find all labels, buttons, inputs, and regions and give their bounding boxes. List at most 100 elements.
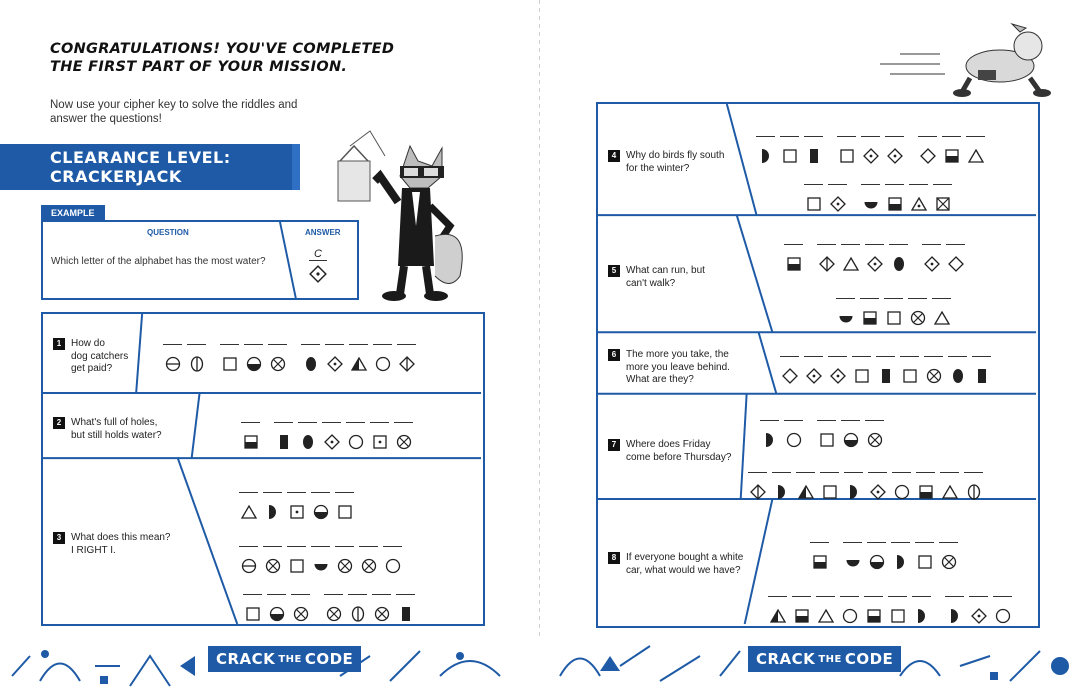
cipher-line (780, 356, 991, 384)
cipher-diamond-dot-icon (309, 265, 327, 283)
cipher-halfcirc-icon (269, 606, 284, 622)
cipher-blank (841, 244, 860, 272)
cipher-blank (964, 472, 983, 500)
cipher-line (241, 422, 413, 450)
cipher-word (837, 136, 904, 164)
cipher-blank (909, 184, 928, 212)
cipher-word (836, 298, 951, 326)
cipher-blank (397, 344, 416, 372)
cipher-sq-icon (854, 369, 869, 383)
cipher-blank (969, 596, 988, 624)
cipher-dotdiamond-icon (829, 368, 846, 384)
cipher-blank (163, 344, 182, 372)
cipher-blank (220, 344, 239, 372)
cipher-halfd-icon (950, 609, 958, 623)
cipher-dotdiamond-icon (326, 356, 343, 372)
cipher-blank (900, 356, 919, 384)
example-answer: C (309, 248, 327, 288)
cipher-blank (861, 184, 880, 212)
crack-word: CRACK (756, 650, 816, 668)
cipher-blank (373, 344, 392, 372)
cipher-dotdiamond-icon (862, 148, 879, 164)
page-gutter (539, 0, 540, 640)
cipher-blank (335, 546, 354, 574)
cipher-word (810, 542, 829, 570)
cipher-blank (841, 420, 860, 448)
cipher-blank (322, 422, 341, 450)
cipher-blank (945, 596, 964, 624)
cipher-sq-icon (782, 149, 797, 163)
cipher-fillrect-icon (977, 369, 986, 383)
riddle-number: 3 (53, 532, 65, 544)
cipher-dotdiamond-icon (866, 256, 883, 272)
cipher-halfsq-icon (862, 311, 877, 325)
riddle-2: 2 What's full of holes, but still holds … (53, 417, 162, 442)
example-question: Which letter of the alphabet has the mos… (51, 256, 266, 267)
riddle-text: What can run, but can't walk? (626, 265, 705, 289)
cipher-halfsq-icon (887, 197, 902, 211)
cipher-filloval-icon (893, 257, 904, 271)
cipher-vcirc-icon (190, 356, 203, 372)
crack-the-code-badge-right: CRACK THE CODE (748, 646, 902, 672)
cipher-blank (918, 136, 937, 164)
cipher-sq-icon (806, 197, 821, 211)
cipher-blank (301, 344, 320, 372)
riddle-6: 6 The more you take, the more you leave … (608, 349, 730, 387)
riddle-number: 7 (608, 439, 620, 451)
cipher-blank (865, 420, 884, 448)
riddle-8: 8 If everyone bought a white car, what w… (608, 552, 743, 577)
cipher-sq-icon (337, 505, 352, 519)
cipher-blank (325, 344, 344, 372)
cipher-word (817, 420, 884, 448)
riddle-number: 1 (53, 338, 65, 350)
cipher-circ-icon (348, 434, 363, 450)
cipher-blank (241, 422, 260, 450)
fox-spy-illustration (337, 130, 463, 301)
cipher-blank (792, 596, 811, 624)
riddle-3: 3 What does this mean? I RIGHT I. (53, 532, 171, 557)
cipher-xsq-icon (935, 197, 950, 211)
right-grid-lines (598, 104, 1037, 625)
clearance-banner-label: CLEARANCE LEVEL: CRACKERJACK (50, 148, 231, 186)
cipher-dotdiamond-icon (970, 608, 987, 624)
cipher-blank (912, 596, 931, 624)
cipher-blank (972, 356, 991, 384)
cipher-blank (372, 594, 391, 622)
cipher-tri-icon (967, 148, 984, 163)
cipher-blank (885, 184, 904, 212)
cipher-blank (394, 422, 413, 450)
cipher-word (274, 422, 413, 450)
cipher-sq-icon (222, 357, 237, 371)
cipher-tri-icon (842, 256, 859, 271)
cipher-blank (780, 356, 799, 384)
cipher-xcirc-icon (270, 356, 285, 372)
cipher-blank (820, 472, 839, 500)
cipher-blank (885, 136, 904, 164)
cipher-halfsq-icon (243, 435, 258, 449)
robot-dog-illustration (880, 22, 1051, 97)
example-answer-letter: C (309, 248, 327, 261)
riddle-number: 5 (608, 265, 620, 277)
cipher-blank (876, 356, 895, 384)
cipher-blank (817, 244, 836, 272)
crack-the-code-badge-left: CRACK THE CODE (208, 646, 362, 672)
cipher-blank (784, 244, 803, 272)
code-word: CODE (304, 650, 354, 668)
cipher-xcirc-icon (337, 558, 352, 574)
cipher-xcirc-icon (361, 558, 376, 574)
cipher-dotdiamond-icon (829, 196, 846, 212)
cipher-line (784, 244, 965, 272)
cipher-blank (287, 546, 306, 574)
cipher-line (239, 492, 354, 520)
cipher-circ-icon (842, 608, 857, 624)
cipher-line (760, 420, 884, 448)
cipher-halfd-icon (896, 555, 904, 569)
cipher-blank (940, 472, 959, 500)
cipher-blank (772, 472, 791, 500)
cipher-blank (861, 136, 880, 164)
cipher-halfd-icon (761, 149, 769, 163)
riddle-number: 6 (608, 349, 620, 361)
cipher-xcirc-icon (941, 554, 956, 570)
cipher-word (760, 420, 803, 448)
cipher-blank (748, 472, 767, 500)
